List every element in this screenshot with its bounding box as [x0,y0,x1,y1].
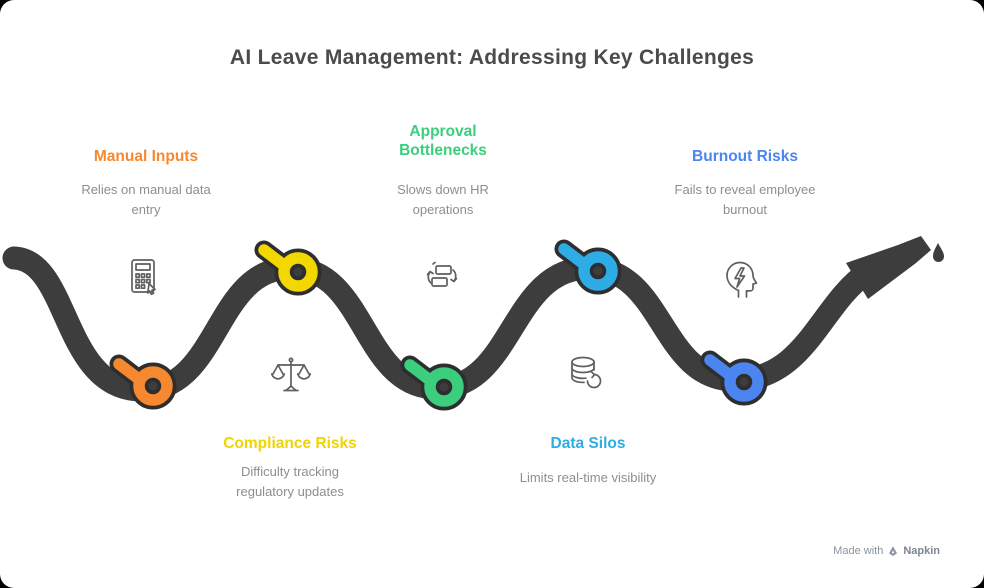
label-data-silos: Data Silos [550,435,626,452]
desc-data-silos: Limits real-time visibility [519,470,657,485]
napkin-credit-link[interactable]: Made with Napkin [833,545,940,557]
pen-tip [846,236,931,299]
desc-approval-bottlenecks: Slows down HR operations [397,182,489,217]
knot-compliance-risks [254,240,322,296]
knot-manual-inputs [109,354,177,410]
label-compliance-risks: Compliance Risks [223,435,357,452]
made-with-text: Made with [833,545,884,557]
database-icon [562,351,610,399]
desc-compliance-risks: Difficulty tracking regulatory updates [236,464,344,499]
desc-manual-inputs: Relies on manual data entry [81,182,211,217]
page-title: AI Leave Management: Addressing Key Chal… [229,46,755,69]
ink-drop-icon [933,243,944,262]
workflow-icon [419,253,467,301]
label-manual-inputs: Manual Inputs [93,148,199,165]
knot-burnout-risks [700,350,768,406]
label-burnout-risks: Burnout Risks [692,148,798,165]
desc-burnout-risks: Fails to reveal employee burnout [674,182,816,217]
knot-approval-bottlenecks [400,355,468,411]
scale-icon [267,352,315,400]
napkin-brand-text: Napkin [903,545,940,557]
label-approval-bottlenecks: Approval Bottlenecks [399,123,487,160]
calculator-icon [118,253,166,301]
head-bolt-icon [718,257,766,305]
pen-nib-icon [889,546,898,556]
knot-data-silos [554,239,622,295]
